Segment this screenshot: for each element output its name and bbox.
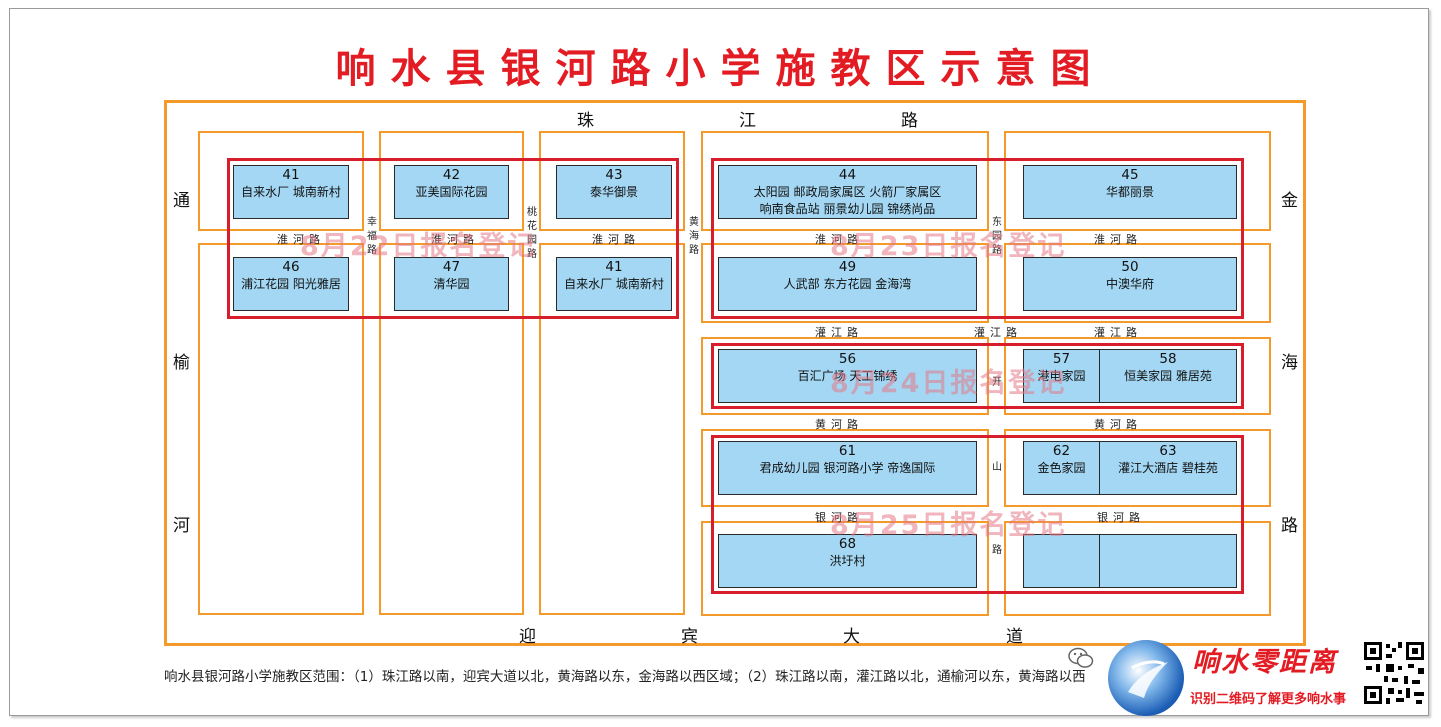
road-jinhai-1: 金: [1281, 191, 1298, 211]
road-huanghe-label: 黄河路: [1094, 418, 1142, 431]
map-title: 响水县银河路小学施教区示意图: [335, 46, 1106, 92]
district-scope-text: 响水县银河路小学施教区范围：（1）珠江路以南，迎宾大道以北，黄海路以东，金海路以…: [164, 669, 1086, 685]
registration-aug22: 8月22日报名登记: [300, 231, 537, 262]
road-zhujiang-1: 珠: [577, 111, 594, 131]
road-jinhai-3: 路: [1281, 516, 1298, 536]
district-boundary: [164, 100, 1306, 646]
road-guanjiang-label: 灌江路: [815, 326, 863, 339]
road-huaihe-label: 淮河路: [592, 233, 640, 246]
brand-logo-mark-icon: [1128, 660, 1168, 698]
road-kaishan-1: 开: [992, 377, 1002, 388]
road-huanghe-label: 黄河路: [815, 418, 863, 431]
road-kaishan-3: 路: [992, 545, 1002, 556]
road-zhujiang-3: 路: [901, 111, 918, 131]
road-yingbin-3: 大: [843, 627, 860, 647]
road-taohuayuan-label: 桃花园路: [527, 207, 537, 260]
block: [1004, 521, 1271, 616]
block: [379, 131, 524, 231]
block: [1004, 131, 1271, 231]
road-huaihe-label: 淮河路: [815, 233, 863, 246]
wechat-icon: [1068, 647, 1094, 668]
road-zhujiang-2: 江: [739, 111, 756, 131]
road-yingbin-1: 迎: [519, 627, 536, 647]
region-aug25: [711, 435, 1244, 594]
block: [198, 131, 364, 231]
registration-aug24: 8月24日报名登记: [830, 368, 1067, 399]
brand-slogan: 识别二维码了解更多响水事: [1190, 692, 1347, 707]
block: [1004, 429, 1271, 507]
road-yingbin-2: 宾: [681, 627, 698, 647]
region-aug23: [711, 158, 1244, 319]
road-huanghai-label: 黄海路: [689, 217, 699, 256]
brand-name: 响水零距离: [1192, 647, 1337, 678]
road-huaihe-label: 淮河路: [277, 233, 325, 246]
block: [1004, 243, 1271, 323]
block: [701, 521, 989, 616]
block: [198, 243, 364, 615]
road-jinhai-2: 海: [1281, 353, 1298, 373]
road-tongyu-3: 河: [173, 516, 190, 536]
road-huaihe-label: 淮河路: [431, 233, 479, 246]
road-guanjiang-label: 灌江路: [1094, 326, 1142, 339]
lot-unnamed-left: [1023, 534, 1100, 588]
road-tongyu-2: 榆: [173, 353, 190, 373]
road-yingbin-4: 道: [1006, 627, 1023, 647]
qr-code-icon[interactable]: [1362, 640, 1426, 706]
block: [379, 243, 524, 615]
block: [701, 337, 989, 415]
road-kaishan-2: 山: [992, 462, 1002, 473]
road-huaihe-label: 淮河路: [1094, 233, 1142, 246]
road-tongyu-1: 通: [173, 191, 190, 211]
region-aug24: [711, 343, 1244, 409]
lot-unnamed-right: [1099, 534, 1237, 588]
brand-logo: [1108, 640, 1184, 716]
block: [539, 243, 685, 615]
registration-aug23: 8月23日报名登记: [830, 231, 1067, 262]
block: [701, 429, 989, 507]
block: [701, 131, 989, 231]
region-aug22: [227, 158, 679, 319]
road-guanjiang-label: 灌江路: [974, 326, 1022, 339]
block: [1004, 337, 1271, 415]
block: [539, 131, 685, 231]
registration-aug25: 8月25日报名登记: [830, 510, 1067, 541]
road-dongyuan-label: 东园路: [992, 217, 1002, 256]
road-yinhe-label: 银河路: [815, 511, 863, 524]
block: [701, 243, 989, 323]
road-xingfu-label: 幸福路: [367, 217, 377, 256]
road-yinhe-label: 银河路: [1097, 511, 1145, 524]
